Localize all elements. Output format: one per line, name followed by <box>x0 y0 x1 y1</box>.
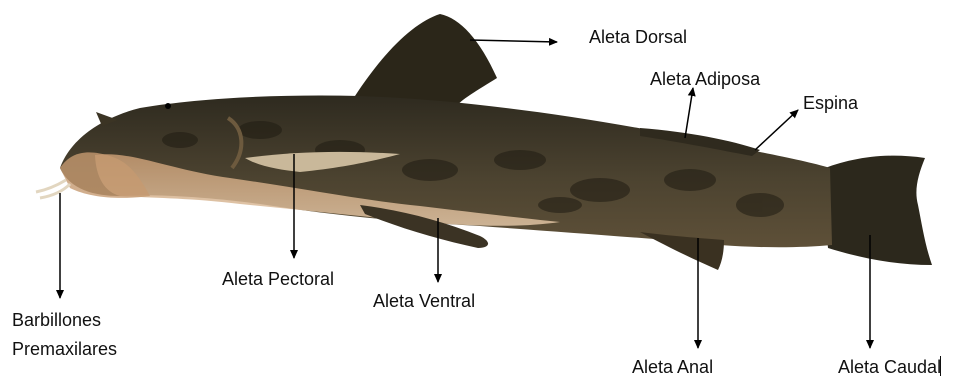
label-espina: Espina <box>803 92 858 114</box>
label-aleta-anal: Aleta Anal <box>632 356 713 378</box>
label-aleta-caudal: Aleta Caudal <box>838 356 941 378</box>
label-aleta-pectoral: Aleta Pectoral <box>222 268 334 290</box>
dorsal-fin <box>355 14 497 108</box>
arrow-dorsal <box>470 40 557 42</box>
label-premaxilares: Premaxilares <box>12 338 117 360</box>
text-cursor <box>940 356 941 376</box>
label-aleta-ventral: Aleta Ventral <box>373 290 475 312</box>
label-barbillones: Barbillones <box>12 309 101 331</box>
arrow-adiposa <box>685 88 693 138</box>
fish-eye <box>165 103 171 109</box>
caudal-fin <box>820 156 932 265</box>
label-aleta-dorsal: Aleta Dorsal <box>589 26 687 48</box>
arrow-espina <box>755 110 798 150</box>
label-aleta-adiposa: Aleta Adiposa <box>650 68 760 90</box>
